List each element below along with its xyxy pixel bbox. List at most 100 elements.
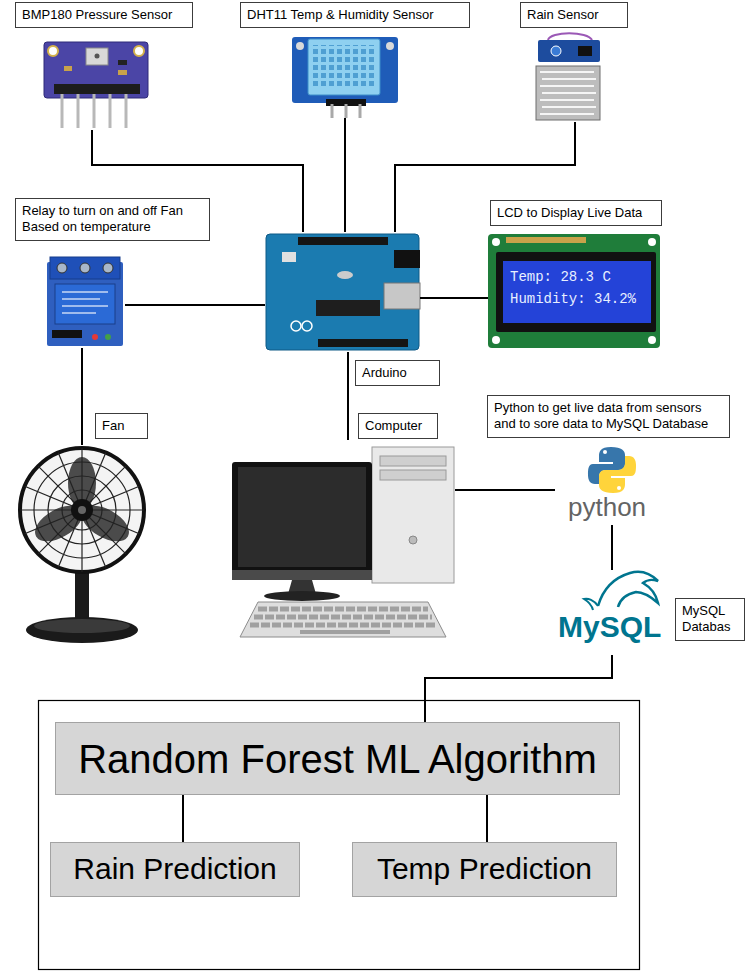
relay-picture bbox=[52, 330, 82, 338]
computer-picture bbox=[232, 462, 372, 580]
pressure-sensor-picture bbox=[125, 94, 128, 128]
relay-picture bbox=[55, 284, 115, 324]
temp-humidity-sensor-picture bbox=[312, 45, 376, 89]
computer-picture bbox=[264, 591, 340, 601]
fan-picture bbox=[78, 506, 86, 514]
relay-picture bbox=[47, 257, 123, 346]
connector-line bbox=[344, 118, 346, 232]
pressure-sensor-picture bbox=[48, 46, 58, 56]
relay-picture bbox=[103, 263, 113, 273]
rain-sensor-picture bbox=[540, 85, 594, 87]
fan-picture bbox=[20, 448, 144, 572]
computer-picture bbox=[258, 607, 428, 612]
pressure-sensor-picture bbox=[118, 60, 127, 65]
relay-picture bbox=[62, 298, 100, 300]
arduino-board-picture bbox=[291, 321, 301, 331]
controller-board: Arduino bbox=[265, 232, 420, 352]
temp-humidity-sensor-picture bbox=[292, 37, 398, 103]
rain-sensor-picture bbox=[542, 106, 596, 108]
temp-humidity-sensor-picture bbox=[359, 104, 362, 118]
rain-sensor-picture bbox=[540, 99, 594, 101]
computer-picture bbox=[380, 470, 446, 480]
sensor-module: BMP180 Pressure Sensor bbox=[40, 40, 150, 130]
lcd-picture bbox=[648, 238, 656, 246]
mysql-dolphin bbox=[598, 572, 658, 607]
computer: Computer bbox=[228, 440, 455, 645]
temp-humidity-sensor-picture bbox=[386, 42, 394, 50]
relay-module: Relay to turn on and off Fan Based on te… bbox=[45, 255, 125, 348]
relay-picture bbox=[62, 312, 96, 314]
component-label: LCD to Display Live Data bbox=[490, 200, 662, 226]
pressure-sensor-picture bbox=[118, 70, 127, 75]
process-box: Random Forest ML Algorithm bbox=[55, 722, 620, 795]
process-box: Temp Prediction bbox=[352, 842, 617, 897]
fan-picture bbox=[71, 499, 93, 521]
rain-sensor-picture bbox=[548, 33, 592, 40]
temp-humidity-sensor-picture bbox=[296, 42, 304, 50]
connector-line bbox=[420, 297, 488, 299]
rain-sensor-picture bbox=[540, 71, 594, 73]
lcd-picture bbox=[488, 234, 660, 348]
component-label: Rain Sensor bbox=[520, 2, 628, 28]
component-label: DHT11 Temp & Humidity Sensor bbox=[240, 2, 470, 28]
pressure-sensor-picture bbox=[86, 48, 108, 65]
component-label: Computer bbox=[358, 413, 438, 439]
component-label: Python to get live data from sensors and… bbox=[487, 395, 730, 438]
computer-picture bbox=[254, 615, 432, 620]
lcd-display: LCD to Display Live Data bbox=[488, 232, 660, 348]
box-text: Random Forest ML Algorithm bbox=[78, 736, 597, 782]
connector-line bbox=[125, 304, 265, 306]
arduino-board-picture bbox=[337, 271, 353, 279]
relay-picture bbox=[92, 334, 98, 340]
connector-line bbox=[611, 525, 613, 570]
pressure-sensor-picture bbox=[61, 94, 64, 128]
relay-picture bbox=[62, 292, 108, 313]
connector-line bbox=[81, 348, 83, 445]
computer-picture bbox=[372, 447, 454, 583]
temp-humidity-sensor-picture bbox=[332, 104, 360, 118]
fan-picture bbox=[58, 453, 105, 568]
lcd-picture bbox=[496, 252, 656, 332]
computer-picture bbox=[238, 467, 366, 567]
arduino-board-picture bbox=[384, 283, 420, 309]
display-reading: Temp: 28.3 C bbox=[510, 270, 611, 284]
python-logo bbox=[588, 447, 636, 493]
component-label: MySQL Databas bbox=[675, 598, 745, 641]
connector-line bbox=[425, 655, 612, 722]
pressure-sensor-picture bbox=[44, 42, 148, 128]
rain-sensor-picture bbox=[542, 78, 596, 80]
arduino-board-picture bbox=[266, 234, 419, 350]
lcd-picture bbox=[492, 336, 500, 344]
lcd-picture bbox=[488, 234, 660, 348]
relay-picture bbox=[62, 305, 108, 307]
computer-picture bbox=[250, 623, 437, 628]
relay-picture bbox=[57, 263, 67, 273]
fan-picture bbox=[20, 448, 144, 643]
process-box: Rain Prediction bbox=[50, 842, 300, 897]
computer-picture bbox=[232, 447, 454, 637]
rain-sensor-picture bbox=[540, 113, 594, 115]
logo-wordmark: python bbox=[568, 494, 646, 520]
arduino-board-picture bbox=[282, 252, 296, 262]
fan-picture bbox=[25, 486, 140, 533]
arduino-board-picture bbox=[394, 250, 420, 268]
box-text: Temp Prediction bbox=[377, 852, 592, 887]
mysql-dolphin bbox=[584, 572, 658, 610]
box-text: Rain Prediction bbox=[73, 852, 276, 887]
pressure-sensor-picture bbox=[93, 94, 96, 128]
pressure-sensor-picture bbox=[64, 66, 72, 71]
group-frame bbox=[39, 701, 640, 970]
computer-picture bbox=[250, 609, 437, 625]
rain-sensor-picture bbox=[578, 46, 592, 56]
connector-line bbox=[347, 352, 349, 440]
pressure-sensor-picture bbox=[134, 46, 144, 56]
python-logo bbox=[599, 456, 636, 493]
arduino-board-picture bbox=[298, 237, 388, 245]
sensor-module: Rain Sensor bbox=[530, 38, 602, 122]
arduino-board-picture bbox=[316, 300, 380, 316]
computer-picture bbox=[300, 630, 390, 634]
connector-line bbox=[486, 795, 488, 842]
lcd-picture bbox=[492, 238, 500, 246]
rain-sensor-picture bbox=[542, 92, 596, 94]
